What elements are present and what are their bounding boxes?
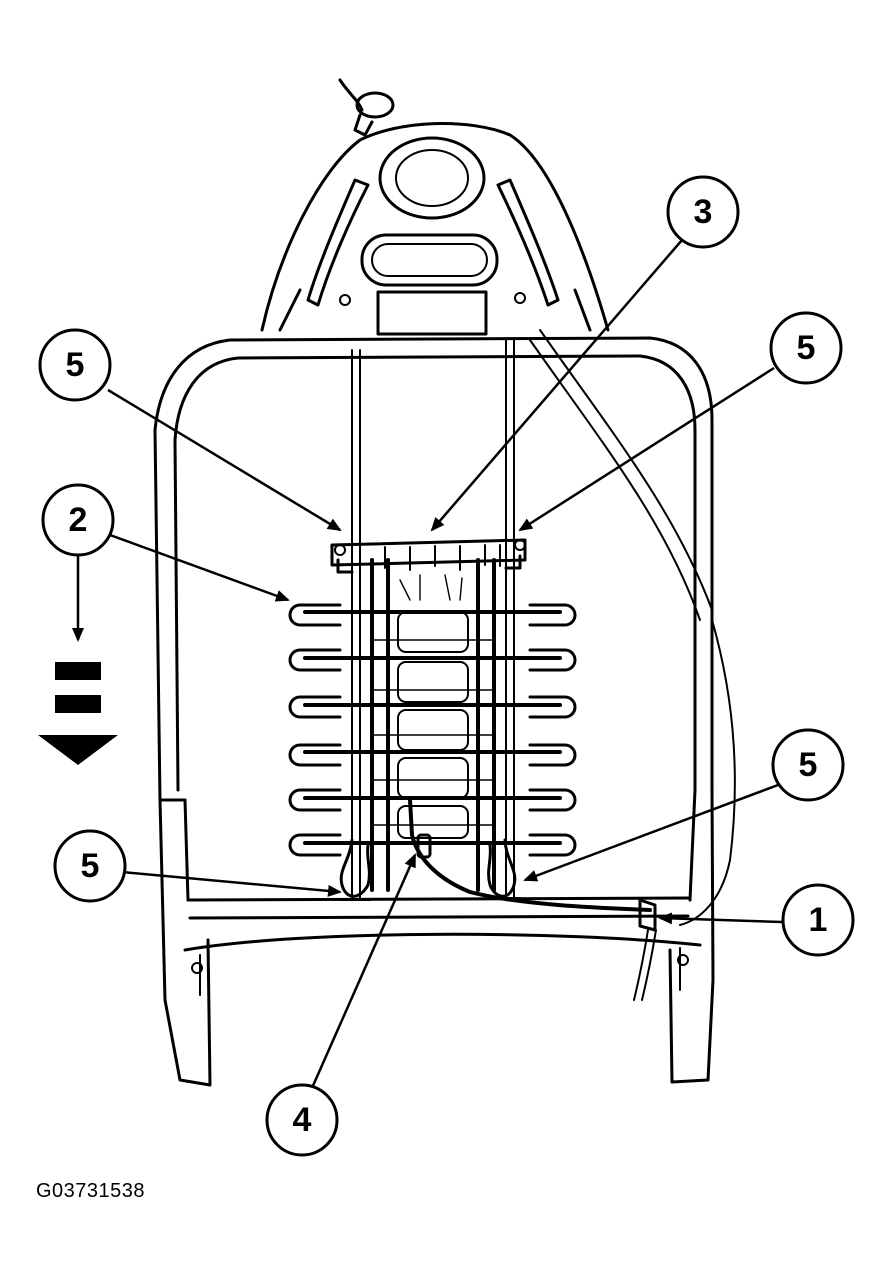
- frame-rods: [351, 329, 736, 926]
- leader-2: [109, 533, 290, 602]
- callout-label: 3: [694, 193, 713, 231]
- seat-back-frame: [153, 336, 715, 1087]
- leader-5-lower-right: [523, 783, 779, 882]
- callout-2: 2: [41, 483, 115, 557]
- leader-5-upper-right: [518, 366, 775, 532]
- seat-back-upper-bracket: [260, 122, 610, 336]
- callout-label: 4: [293, 1101, 312, 1139]
- callout-5-lower-right: 5: [771, 728, 845, 802]
- callout-label: 2: [69, 501, 88, 539]
- callout-3: 3: [666, 175, 740, 249]
- callout-5-upper-left: 5: [38, 328, 112, 402]
- reference-code: G03731538: [36, 1180, 146, 1202]
- leader-4: [310, 853, 417, 1089]
- heater-top-clip-bar: [330, 538, 527, 574]
- leader-lines: [107, 239, 783, 1089]
- leader-5-upper-left: [107, 388, 342, 532]
- callout-label: 1: [809, 901, 828, 939]
- callout-label: 5: [799, 746, 818, 784]
- callout-label: 5: [797, 329, 816, 367]
- leader-1: [658, 912, 783, 925]
- callout-4: 4: [265, 1083, 339, 1157]
- callout-5-lower-left: 5: [53, 829, 127, 903]
- leader-3: [430, 239, 683, 532]
- leader-5-lower-left: [121, 870, 342, 897]
- callout-label: 5: [81, 847, 100, 885]
- heater-element: [288, 558, 577, 892]
- callout-1: 1: [781, 883, 855, 957]
- top-connector: [338, 78, 395, 137]
- wiring-harness: [408, 798, 657, 1001]
- callout-label: 5: [66, 346, 85, 384]
- callout-5-upper-right: 5: [769, 311, 843, 385]
- down-arrow-icon: [38, 555, 118, 765]
- heater-bottom-hooks: [339, 838, 521, 901]
